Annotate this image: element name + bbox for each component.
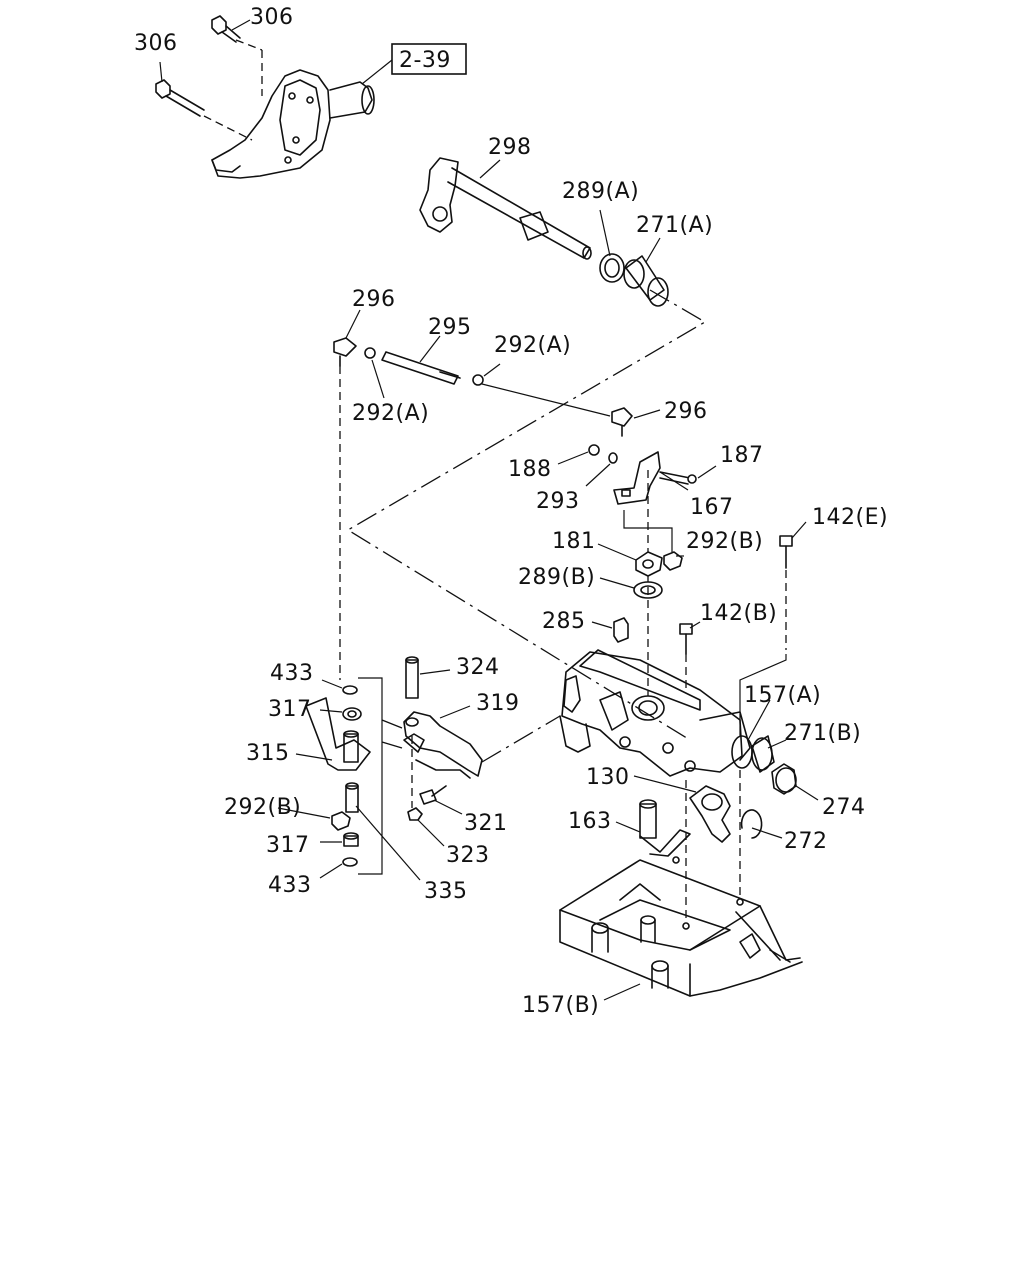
callout-289a: 289(A) [562,179,639,204]
nut-188 [588,444,600,456]
callout-433-top: 433 [270,661,314,686]
callout-274: 274 [822,795,866,820]
bushing-271a [623,255,669,307]
bolt-306-left [155,79,205,117]
lever-167 [613,451,661,505]
callout-315: 315 [246,741,290,766]
callout-321: 321 [464,811,508,836]
callout-317-bottom: 317 [266,833,310,858]
callout-292a-right: 292(A) [494,333,571,358]
callout-296-right: 296 [664,399,708,424]
adjusting-rod-295 [381,351,461,385]
callout-292b-lower: 292(B) [224,795,301,820]
pin-324 [405,656,419,699]
callout-433-bottom: 433 [268,873,312,898]
callout-296-left: 296 [352,287,396,312]
nut-292b-lower [331,811,351,831]
bolt-306-top [211,15,241,43]
callout-167: 167 [690,495,734,520]
shift-shaft-298 [419,157,592,260]
oring-433-top [342,685,358,695]
callout-181: 181 [552,529,596,554]
callout-285: 285 [542,609,586,634]
callout-157b: 157(B) [522,993,599,1018]
fitting-285 [613,617,629,643]
bolt-187 [659,471,697,485]
callout-292b-upper: 292(B) [686,529,763,554]
plate-181 [635,551,663,577]
callout-335: 335 [424,879,468,904]
pin-163 [639,799,691,857]
callout-298: 298 [488,135,532,160]
washer-293 [608,452,618,464]
ball-joint-296-left [333,337,357,367]
leader-line [361,59,393,85]
callout-306-top: 306 [250,5,294,30]
callout-271a: 271(A) [636,213,713,238]
bushing-317-bottom [343,832,359,847]
callout-295: 295 [428,315,472,340]
seal-289a [599,253,625,283]
collar-335 [345,782,359,813]
callout-157a: 157(A) [744,683,821,708]
callout-289b: 289(B) [518,565,595,590]
nut-292a-right [472,374,484,386]
reference-box-label: 2-39 [399,48,451,73]
nut-323 [407,807,423,821]
callout-324: 324 [456,655,500,680]
nut-292a-left [364,347,376,359]
shift-housing-157a [559,649,753,777]
bracket-315 [305,697,371,771]
ball-joint-296-right [611,407,633,437]
bushing-317-top [342,707,362,721]
reference-box [391,43,467,75]
plug-274 [771,763,797,795]
callout-163: 163 [568,809,612,834]
callout-319: 319 [476,691,520,716]
snap-ring-272 [740,809,763,839]
callout-323: 323 [446,843,490,868]
transmission-case-157b [559,856,803,997]
bolt-321 [419,785,447,805]
callout-labels: 306 306 298 289(A) 271(A) 296 295 292(A)… [134,5,888,1018]
callout-142e: 142(E) [812,505,888,530]
callout-293: 293 [536,489,580,514]
oring-433-bottom [342,857,358,867]
callout-306-left: 306 [134,31,178,56]
callout-142b: 142(B) [700,601,777,626]
bolt-142b [679,623,693,655]
callout-271b: 271(B) [784,721,861,746]
callout-272: 272 [784,829,828,854]
inner-lever-130 [689,785,731,843]
callout-130: 130 [586,765,630,790]
lever-319 [403,711,483,779]
callout-188: 188 [508,457,552,482]
callout-187: 187 [720,443,764,468]
callout-317-top: 317 [268,697,312,722]
housing-reference-part [211,69,375,179]
bushing-271b [751,735,775,773]
bolt-142e [779,535,793,569]
nut-292b-upper [663,551,683,571]
callout-292a-left: 292(A) [352,401,429,426]
seal-289b [633,581,663,599]
